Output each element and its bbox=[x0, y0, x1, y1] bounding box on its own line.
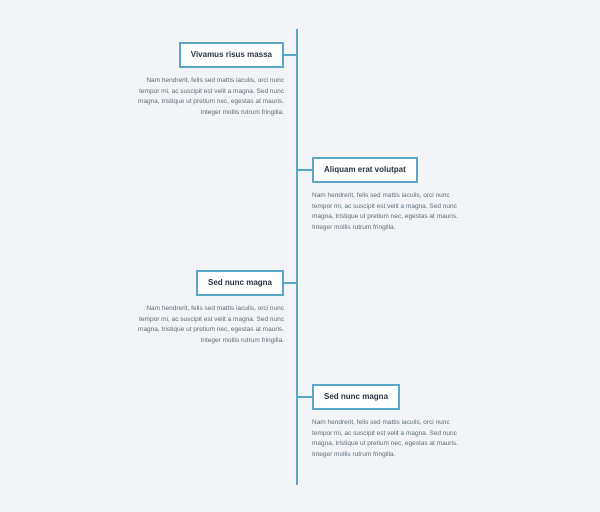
timeline-entry-description: Nam hendrerit, felis sed mattis iaculis,… bbox=[312, 419, 458, 458]
timeline-entry: Sed nunc magna Nam hendrerit, felis sed … bbox=[134, 270, 284, 346]
timeline-entry-description: Nam hendrerit, felis sed mattis iaculis,… bbox=[138, 77, 284, 116]
timeline-entry: Sed nunc magna Nam hendrerit, felis sed … bbox=[312, 384, 462, 460]
timeline-axis-line bbox=[296, 29, 298, 485]
timeline-connector bbox=[298, 396, 314, 398]
timeline-entry-description: Nam hendrerit, felis sed mattis iaculis,… bbox=[138, 305, 284, 344]
timeline-entry-title: Sed nunc magna bbox=[195, 270, 284, 296]
timeline-entry-title: Aliquam erat volutpat bbox=[312, 157, 418, 183]
timeline-entry: Vivamus risus massa Nam hendrerit, felis… bbox=[134, 42, 284, 118]
timeline-entry-title: Sed nunc magna bbox=[312, 384, 401, 410]
timeline-connector bbox=[280, 282, 296, 284]
timeline-connector bbox=[280, 54, 296, 56]
timeline-connector bbox=[298, 169, 314, 171]
timeline-entry-description: Nam hendrerit, felis sed mattis iaculis,… bbox=[312, 192, 458, 231]
timeline-entry-title: Vivamus risus massa bbox=[178, 42, 284, 68]
timeline-entry: Aliquam erat volutpat Nam hendrerit, fel… bbox=[312, 157, 462, 233]
